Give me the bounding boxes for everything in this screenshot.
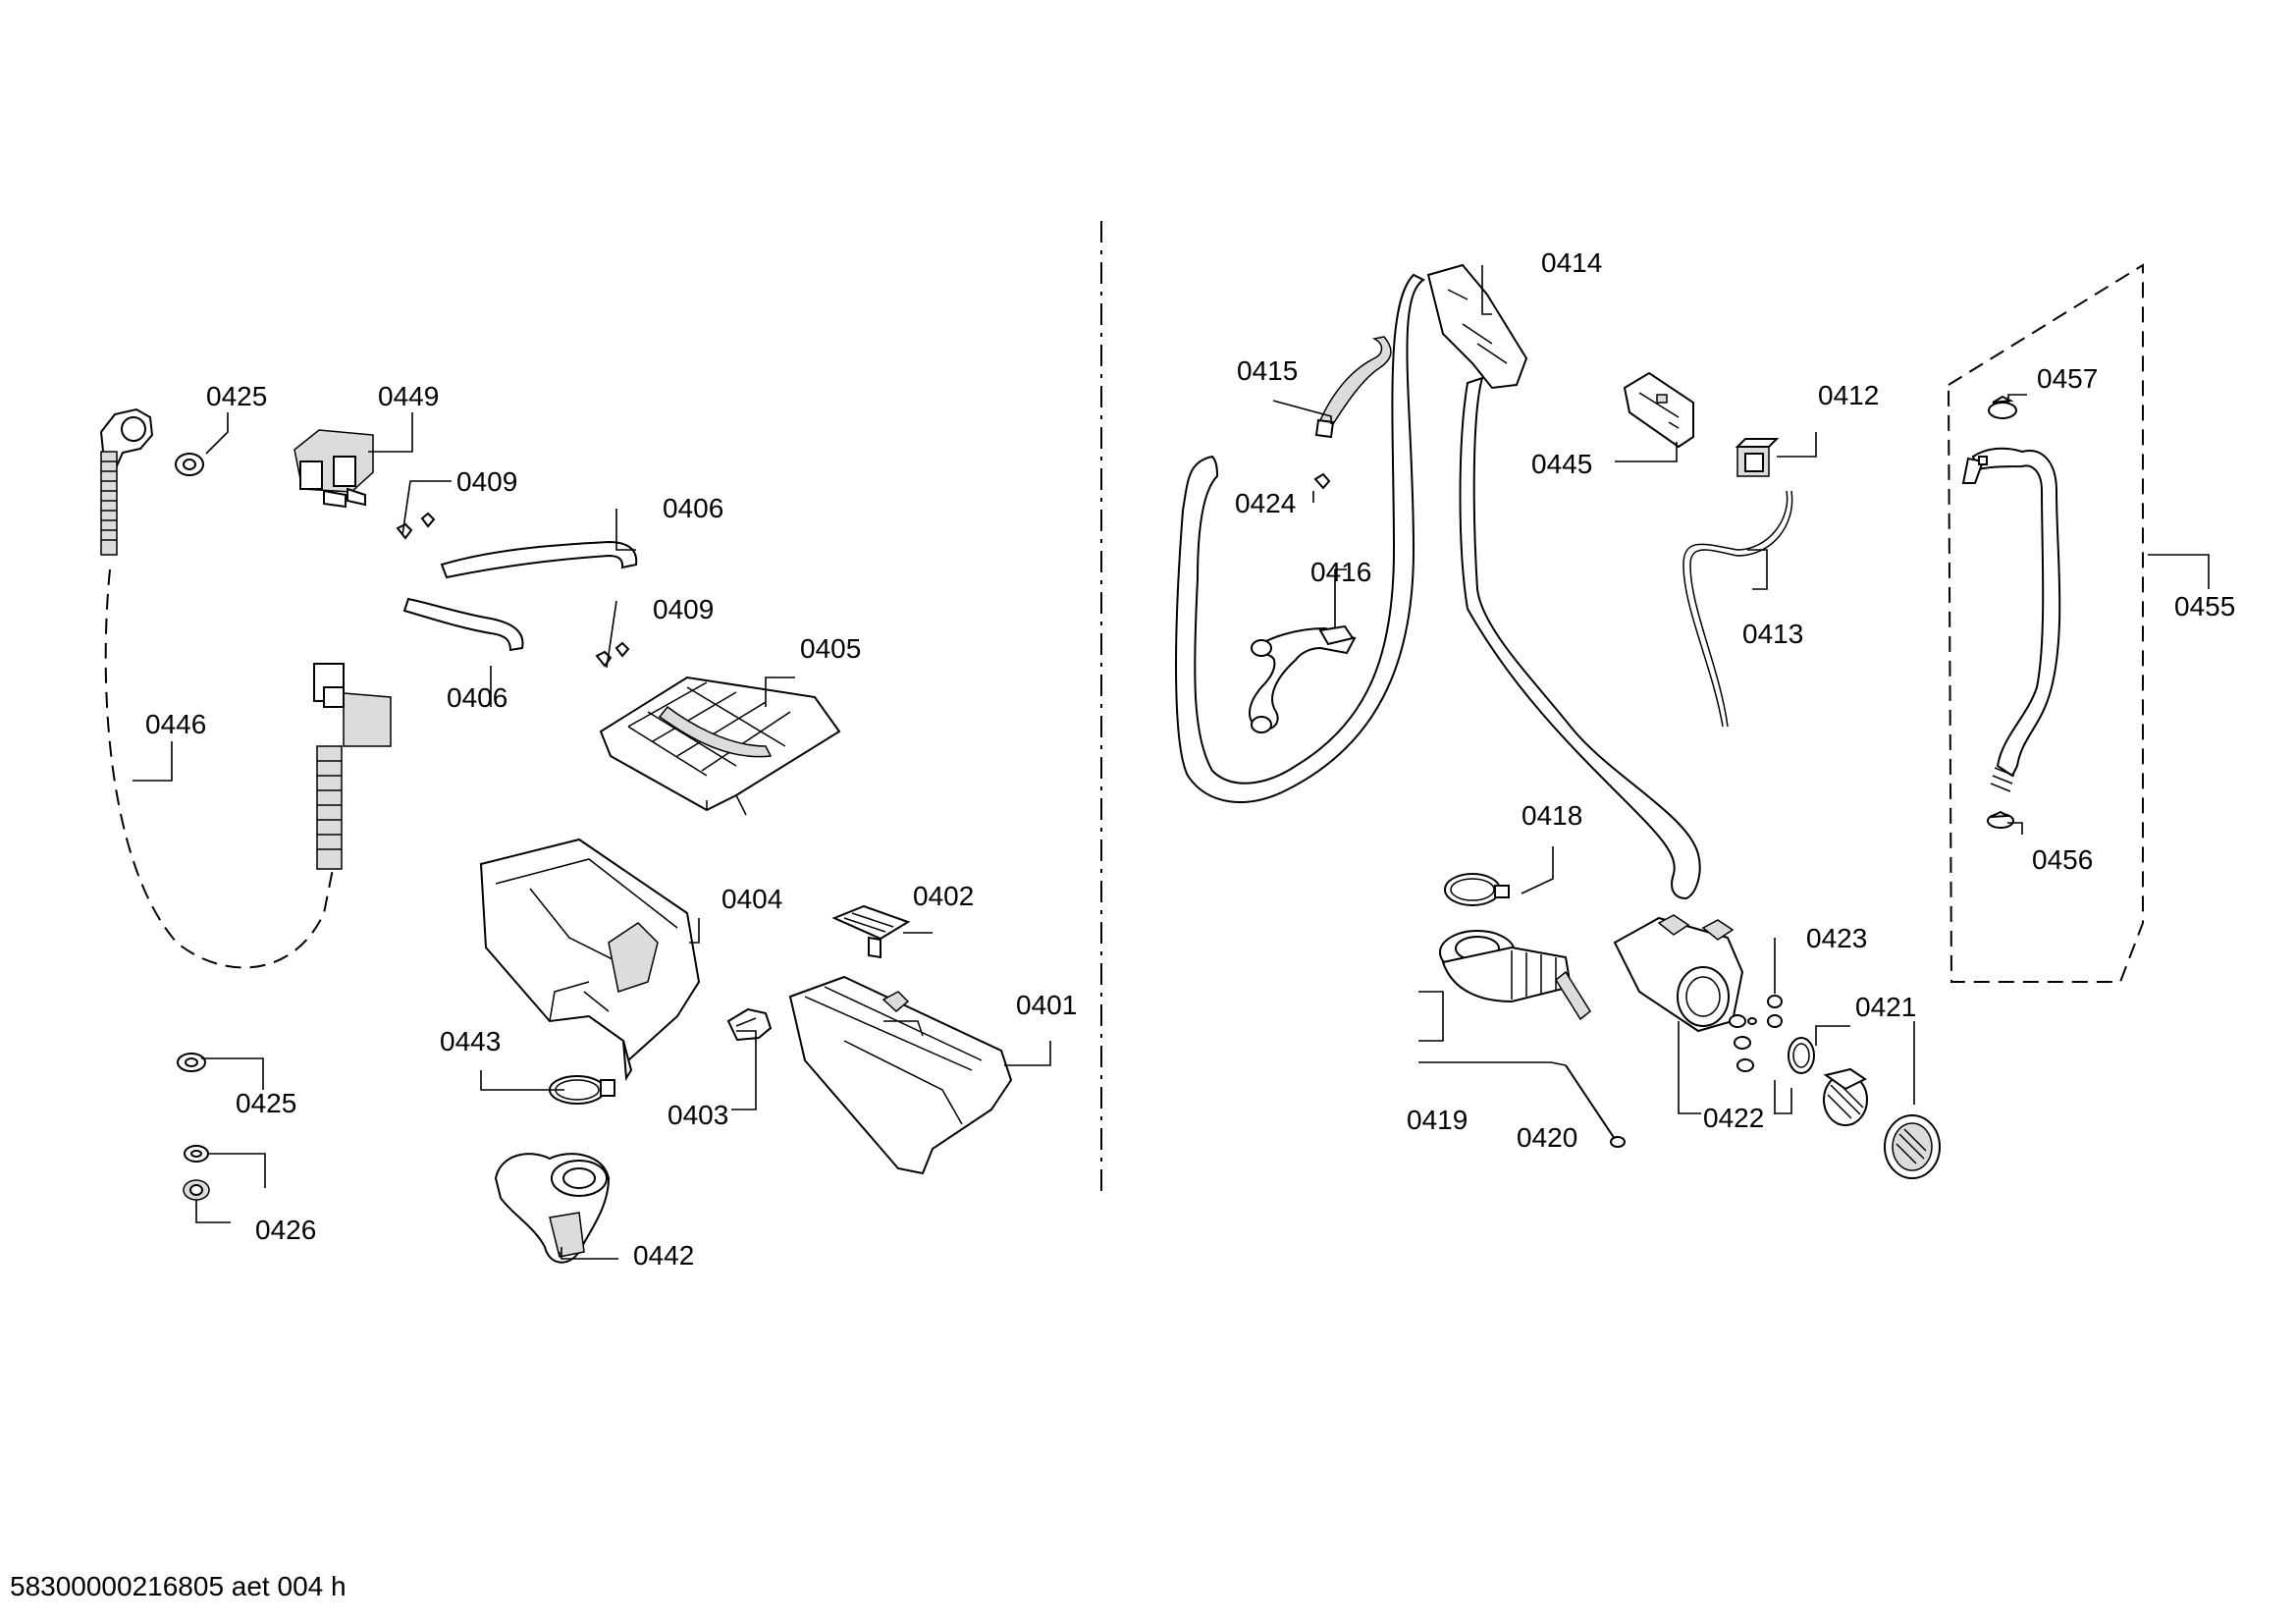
washer-0425-lower	[177, 1053, 206, 1072]
hose-clips-0409-mid	[595, 641, 630, 668]
hose-routing-dashes	[104, 568, 335, 969]
dispenser-drawer-0401	[788, 975, 1013, 1175]
pressure-switch-0412	[1735, 438, 1780, 477]
label-0402: 0402	[913, 881, 974, 911]
hose-clamp-0443	[549, 1075, 615, 1105]
label-0456: 0456	[2032, 844, 2093, 875]
bracket-0445	[1623, 371, 1694, 449]
optional-kit-outline-0455	[1947, 263, 2144, 983]
label-0425-lower: 0425	[236, 1088, 296, 1118]
label-0419: 0419	[1407, 1105, 1468, 1135]
label-0401: 0401	[1016, 990, 1077, 1020]
label-0405: 0405	[800, 633, 861, 664]
label-0409-mid: 0409	[653, 594, 714, 624]
label-0403: 0403	[667, 1100, 728, 1130]
hose-0406-upper	[440, 540, 638, 579]
label-0406-lower: 0406	[447, 682, 507, 713]
label-0425-top: 0425	[206, 381, 267, 411]
label-0449: 0449	[378, 381, 439, 411]
rod-0420	[1565, 1064, 1626, 1148]
label-0422: 0422	[1703, 1103, 1764, 1133]
label-0446: 0446	[145, 709, 206, 739]
bent-hose-0415	[1314, 336, 1392, 439]
seal-ring-0421	[1788, 1037, 1815, 1074]
seals-0426	[183, 1145, 210, 1201]
label-0424: 0424	[1235, 488, 1296, 518]
hose-clamp-0456	[1987, 810, 2014, 829]
pump-cover	[1884, 1114, 1941, 1179]
label-0420: 0420	[1517, 1122, 1577, 1153]
sump-hose-0442	[494, 1153, 611, 1264]
dispenser-housing-0404	[479, 838, 701, 1082]
document-id: 58300000216805 aet 004 h	[10, 1571, 347, 1601]
sump-hose-0419	[1439, 930, 1591, 1021]
label-0445: 0445	[1531, 449, 1592, 479]
hose-guide-0416	[1249, 624, 1357, 733]
label-0455: 0455	[2174, 591, 2235, 622]
label-0409-top: 0409	[456, 466, 517, 497]
pressure-hose-0413	[1682, 490, 1793, 728]
label-0423: 0423	[1806, 923, 1867, 953]
label-0442: 0442	[633, 1240, 694, 1271]
label-0415: 0415	[1237, 355, 1298, 386]
label-0413: 0413	[1742, 619, 1803, 649]
hose-clips-0409-top	[396, 512, 436, 540]
extension-hose-0455	[1961, 447, 2061, 792]
label-0414: 0414	[1541, 247, 1602, 278]
label-0418: 0418	[1522, 800, 1582, 831]
label-0406-upper: 0406	[663, 493, 723, 523]
part-labels: 0425 0449 0409 0406 0406 0409 0405 0446 …	[145, 247, 2235, 1271]
hose-0406-lower	[402, 597, 524, 652]
drain-hose-0414	[1175, 263, 1701, 900]
label-0457: 0457	[2037, 363, 2098, 394]
washer-0425-top	[175, 453, 204, 476]
float-0403	[726, 1007, 773, 1042]
hose-clamp-0457	[1988, 395, 2017, 419]
inlet-valve-0449	[294, 429, 374, 509]
siphon-cap-0402	[831, 904, 911, 959]
hose-clamp-0418	[1444, 873, 1510, 906]
inlet-hose-0446	[99, 407, 392, 969]
label-0404: 0404	[721, 884, 782, 914]
label-0412: 0412	[1818, 380, 1879, 410]
seals-0423	[1767, 995, 1783, 1028]
leader-lines	[133, 265, 2210, 1260]
label-0416: 0416	[1310, 557, 1371, 587]
dispenser-top-0405	[599, 676, 841, 816]
label-0443: 0443	[440, 1026, 501, 1056]
drain-pump-0422	[1613, 914, 1757, 1072]
label-0426: 0426	[255, 1215, 316, 1245]
label-0421: 0421	[1855, 992, 1916, 1022]
clip-0424	[1313, 472, 1331, 490]
pump-filter	[1823, 1067, 1868, 1126]
